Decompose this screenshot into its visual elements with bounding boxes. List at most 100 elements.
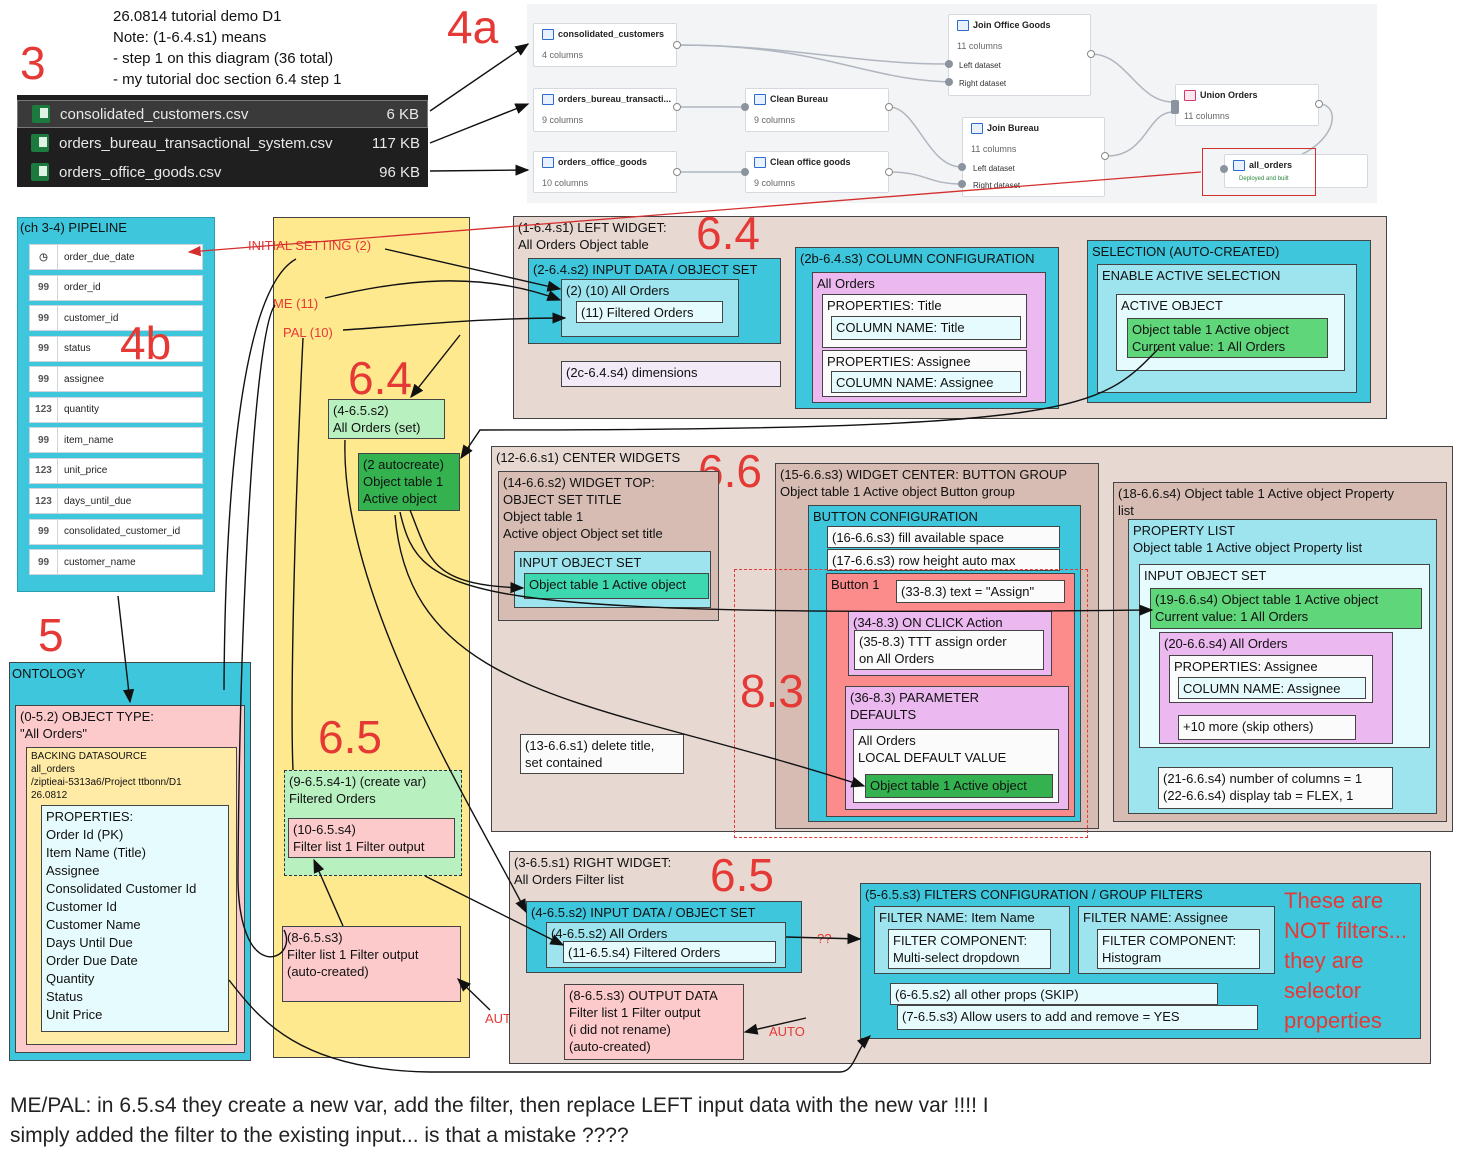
node-port[interactable] — [958, 180, 966, 188]
node-title: Union Orders — [1200, 90, 1258, 100]
node-title: orders_bureau_transacti... — [558, 94, 672, 104]
ontology-property: Unit Price — [46, 1007, 103, 1022]
node-columns: 11 columns — [971, 144, 1017, 154]
pipeline-graph: consolidated_customers 4 columns orders_… — [527, 4, 1377, 203]
ontology-property: Days Until Due — [46, 935, 133, 950]
fill-space-label: (16-6.6.s3) fill available space — [832, 530, 1004, 545]
node-port[interactable] — [741, 168, 749, 176]
ontology-property: PROPERTIES: — [46, 809, 134, 824]
node-port[interactable] — [945, 60, 953, 68]
var-name: Filter list 1 Filter output — [293, 839, 425, 854]
output-line: (8-6.5.s3) OUTPUT DATA — [569, 988, 718, 1003]
node-port[interactable] — [958, 163, 966, 171]
ttt-line: on All Orders — [859, 651, 935, 666]
warning-note: These are NOT filters... they are select… — [1284, 886, 1407, 1036]
pipeline-column-name: customer_name — [64, 556, 136, 568]
object-type-name: "All Orders" — [20, 726, 88, 741]
auto-label: AUTO — [769, 1024, 805, 1039]
node-port[interactable] — [673, 103, 681, 111]
warning-line: These are — [1284, 888, 1384, 913]
var-name: Object table 1 — [363, 474, 444, 489]
warning-line: they are — [1284, 948, 1364, 973]
node-orders-bureau[interactable]: orders_bureau_transacti... 9 columns — [533, 88, 677, 132]
file-name: orders_bureau_transactional_system.csv — [59, 134, 333, 152]
dimensions-label: (2c-6.4.s4) dimensions — [566, 365, 698, 380]
node-port[interactable] — [1315, 100, 1323, 108]
ontology-property: Status — [46, 989, 83, 1004]
node-port[interactable] — [885, 168, 893, 176]
dataset-icon — [542, 94, 554, 105]
section-number-5: 5 — [38, 609, 64, 661]
active-object-label: ACTIVE OBJECT — [1121, 298, 1223, 313]
node-union-orders[interactable]: Union Orders 11 columns — [1175, 84, 1319, 126]
note-line: Note: (1-6.4.s1) means — [113, 29, 267, 46]
node-all-orders[interactable]: all_orders Deployed and built — [1224, 154, 1368, 188]
node-port[interactable] — [1101, 152, 1109, 160]
left-dataset-label: Left dataset — [959, 61, 1001, 70]
string-icon: 99 — [30, 428, 58, 452]
backing-line: /ziptieai-5313a6/Project ttbonn/D1 — [31, 777, 182, 788]
node-join-bureau[interactable]: Join Bureau 11 columns Left dataset Righ… — [962, 117, 1105, 197]
node-port[interactable] — [741, 103, 749, 111]
proplist-col-box: COLUMN NAME: Assignee — [1178, 677, 1366, 699]
file-row[interactable]: orders_bureau_transactional_system.csv 1… — [17, 129, 428, 157]
note-line: - step 1 on this diagram (36 total) — [113, 50, 334, 67]
node-title: Clean office goods — [770, 157, 851, 167]
dataset-icon — [1233, 160, 1245, 171]
pipeline-column-name: consolidated_customer_id — [64, 526, 181, 537]
file-row[interactable]: consolidated_customers.csv 6 KB — [17, 100, 428, 128]
footer-line: simply added the filter to the existing … — [10, 1124, 629, 1147]
node-port[interactable] — [673, 168, 681, 176]
widget-top-line: Active object Object set title — [503, 526, 663, 541]
var-id: (4-6.5.s2) — [333, 403, 389, 418]
union-icon — [1184, 90, 1196, 101]
file-name: consolidated_customers.csv — [60, 105, 249, 123]
right-input-title: (4-6.5.s2) INPUT DATA / OBJECT SET — [531, 905, 756, 920]
all-orders-set-box: (4-6.5.s2) All Orders (set) — [328, 399, 445, 439]
node-title: all_orders — [1249, 160, 1293, 170]
node-port[interactable] — [945, 78, 953, 86]
pipeline-column-row[interactable]: ◷order_due_date — [29, 244, 203, 270]
var-id: (8-6.5.s3) — [287, 930, 343, 945]
file-row[interactable]: orders_office_goods.csv 96 KB — [17, 158, 428, 186]
pipeline-column-name: quantity — [64, 404, 100, 415]
note-line: 26.0814 tutorial demo D1 — [113, 8, 282, 25]
local-value-label: Object table 1 Active object — [870, 778, 1027, 793]
var-id: (10-6.5.s4) — [293, 822, 356, 837]
node-consolidated-customers[interactable]: consolidated_customers 4 columns — [533, 23, 677, 67]
dimensions-box: (2c-6.4.s4) dimensions — [561, 361, 781, 387]
node-port[interactable] — [885, 103, 893, 111]
node-status: Deployed and built — [1239, 176, 1289, 182]
node-port[interactable] — [1220, 165, 1228, 173]
node-join-office-goods[interactable]: Join Office Goods 11 columns Left datase… — [948, 14, 1091, 96]
section-number-8-3: 8.3 — [740, 665, 804, 717]
node-clean-bureau[interactable]: Clean Bureau 9 columns — [745, 88, 889, 132]
warning-line: properties — [1284, 1008, 1382, 1033]
node-clean-office[interactable]: Clean office goods 9 columns — [745, 151, 889, 193]
properties-box: PROPERTIES:Order Id (PK)Item Name (Title… — [41, 805, 229, 1032]
node-orders-office[interactable]: orders_office_goods 10 columns — [533, 151, 677, 193]
node-port[interactable] — [1171, 100, 1179, 114]
node-port[interactable] — [673, 41, 681, 49]
node-port[interactable] — [1087, 50, 1095, 58]
property-list-title: (18-6.6.s4) Object table 1 Active object… — [1118, 486, 1395, 501]
right-input-item: (11-6.5.s4) Filtered Orders — [568, 945, 721, 960]
node-title: orders_office_goods — [558, 157, 648, 167]
column-config-label: All Orders — [817, 276, 875, 291]
pipeline-column-name: days_until_due — [64, 495, 132, 507]
output-line: (i did not rename) — [569, 1022, 671, 1037]
more-props-box: +10 more (skip others) — [1178, 715, 1356, 740]
transform-icon — [754, 157, 766, 168]
ontology-property: Order Due Date — [46, 953, 138, 968]
node-columns: 9 columns — [542, 115, 584, 125]
